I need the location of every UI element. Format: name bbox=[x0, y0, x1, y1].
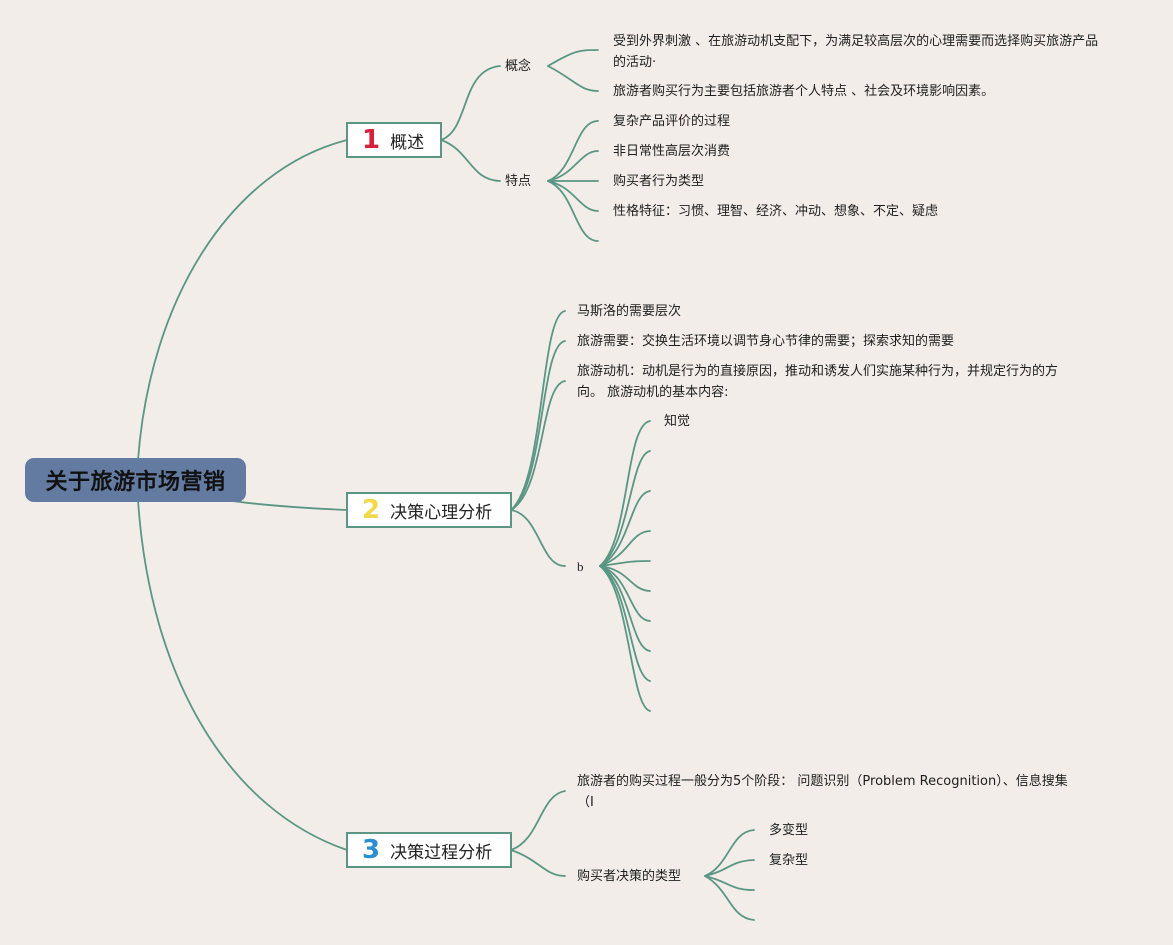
node-decision-types[interactable]: 购买者决策的类型 bbox=[577, 869, 682, 884]
number-3-icon: 3 bbox=[362, 835, 381, 865]
topic-label: 决策过程分析 bbox=[390, 842, 493, 863]
node-maslow[interactable]: 马斯洛的需要层次 bbox=[577, 304, 682, 319]
node-travel-needs[interactable]: 旅游需要：交换生活环境以调节身心节律的需要；探索求知的需要 bbox=[577, 334, 955, 349]
node-travel-motivation[interactable]: 旅游动机：动机是行为的直接原因，推动和诱发人们实施某种行为，并规定行为的方向。 … bbox=[577, 364, 1059, 400]
node-b[interactable]: b bbox=[577, 559, 584, 574]
node-concept-definition[interactable]: 受到外界刺激 、在旅游动机支配下，为满足较高层次的心理需要而选择购买旅游产品的活… bbox=[613, 34, 1099, 70]
topic-label: 概述 bbox=[390, 132, 425, 153]
node-feature-item[interactable]: 性格特征：习惯、理智、经济、冲动、想象、不定、疑虑 bbox=[613, 204, 939, 219]
topic-overview[interactable]: 1 概述 bbox=[346, 122, 442, 158]
node-feature-item[interactable]: 复杂产品评价的过程 bbox=[613, 114, 731, 129]
link-root-topic2 bbox=[224, 499, 348, 511]
number-1-icon: 1 bbox=[362, 125, 381, 155]
node-concept-factors[interactable]: 旅游者购买行为主要包括旅游者个人特点 、社会及环境影响因素。 bbox=[613, 84, 995, 99]
root-topic[interactable]: 关于旅游市场营销 bbox=[25, 458, 246, 502]
node-variety-type[interactable]: 多变型 bbox=[769, 823, 809, 838]
node-feature-item[interactable]: 购买者行为类型 bbox=[613, 174, 705, 189]
node-features[interactable]: 特点 bbox=[505, 174, 532, 189]
number-2-icon: 2 bbox=[362, 495, 381, 525]
link-root-topic3 bbox=[137, 499, 348, 851]
node-complex-type[interactable]: 复杂型 bbox=[769, 853, 809, 868]
topic-decision-psychology[interactable]: 2 决策心理分析 bbox=[346, 492, 512, 528]
topic-decision-process[interactable]: 3 决策过程分析 bbox=[346, 832, 512, 868]
node-purchase-process[interactable]: 旅游者的购买过程一般分为5个阶段： 问题识别（Problem Recogniti… bbox=[577, 774, 1068, 810]
node-feature-item[interactable]: 非日常性高层次消费 bbox=[613, 144, 731, 159]
node-concept[interactable]: 概念 bbox=[505, 59, 532, 74]
topic-label: 决策心理分析 bbox=[390, 502, 493, 523]
link-root-topic1 bbox=[137, 139, 348, 461]
node-perception[interactable]: 知觉 bbox=[664, 414, 691, 429]
